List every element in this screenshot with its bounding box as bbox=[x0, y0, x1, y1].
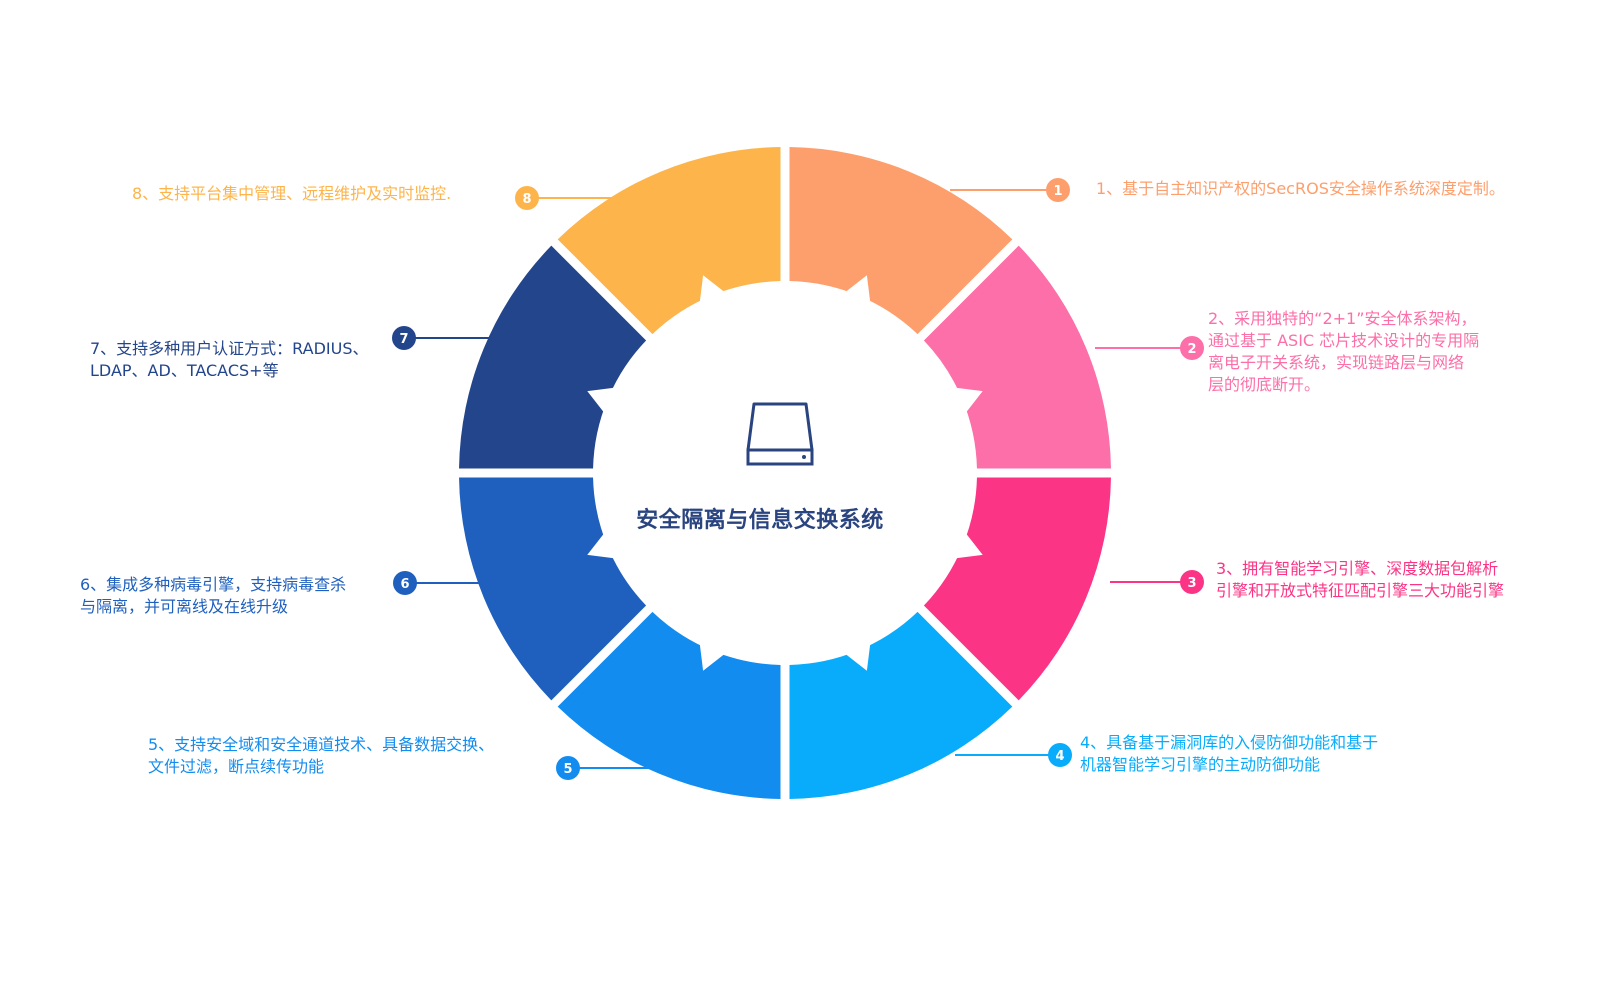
ring-segment-1 bbox=[789, 147, 1013, 335]
ring-segment-4 bbox=[789, 611, 1013, 799]
feature-4-text: 4、具备基于漏洞库的入侵防御功能和基于 机器智能学习引擎的主动防御功能 bbox=[1080, 733, 1379, 774]
ring-segment-8 bbox=[557, 147, 781, 335]
feature-3-text: 3、拥有智能学习引擎、深度数据包解析 引擎和开放式特征匹配引擎三大功能引擎 bbox=[1216, 559, 1505, 600]
marker-number-6: 6 bbox=[400, 577, 409, 592]
ring-segment-7 bbox=[459, 245, 647, 469]
marker-number-4: 4 bbox=[1055, 749, 1064, 764]
marker-3 bbox=[1180, 570, 1204, 594]
ring-notch-3 bbox=[955, 533, 983, 559]
feature-5-text: 5、支持安全域和安全通道技术、具备数据交换、 文件过滤，断点续传功能 bbox=[148, 735, 495, 776]
marker-4 bbox=[1048, 743, 1072, 767]
marker-7 bbox=[392, 326, 416, 350]
ring-segment-2 bbox=[923, 245, 1111, 469]
feature-2-text: 2、采用独特的“2+1”安全体系架构， 通过基于 ASIC 芯片技术设计的专用隔… bbox=[1208, 309, 1480, 394]
ring-notch-1 bbox=[845, 275, 871, 303]
marker-number-2: 2 bbox=[1187, 342, 1196, 357]
ring-notch-6 bbox=[587, 533, 615, 559]
ring-notch-7 bbox=[587, 387, 615, 413]
ring-segment-3 bbox=[923, 477, 1111, 701]
feature-7-text: 7、支持多种用户认证方式：RADIUS、 LDAP、AD、TACACS+等 bbox=[90, 339, 369, 380]
ring-segment-6 bbox=[459, 477, 647, 701]
ring-notch-2 bbox=[955, 387, 983, 413]
marker-number-7: 7 bbox=[399, 332, 408, 347]
feature-8-text: 8、支持平台集中管理、远程维护及实时监控. bbox=[132, 184, 452, 203]
marker-number-1: 1 bbox=[1053, 184, 1062, 199]
ring-notch-4 bbox=[845, 643, 871, 671]
ring-notch-5 bbox=[699, 643, 725, 671]
ring-notch-8 bbox=[699, 275, 725, 303]
marker-number-8: 8 bbox=[522, 192, 531, 207]
feature-1-text: 1、基于自主知识产权的SecROS安全操作系统深度定制。 bbox=[1096, 179, 1505, 198]
ring-segment-5 bbox=[557, 611, 781, 799]
diagram-title: 安全隔离与信息交换系统 bbox=[636, 508, 884, 533]
marker-8 bbox=[515, 186, 539, 210]
marker-number-3: 3 bbox=[1187, 576, 1196, 591]
marker-5 bbox=[556, 756, 580, 780]
marker-6 bbox=[393, 571, 417, 595]
marker-number-5: 5 bbox=[563, 762, 572, 777]
storage-drive-icon bbox=[746, 402, 814, 466]
marker-1 bbox=[1046, 178, 1070, 202]
feature-6-text: 6、集成多种病毒引擎，支持病毒查杀 与隔离，并可离线及在线升级 bbox=[80, 575, 347, 616]
marker-2 bbox=[1180, 336, 1204, 360]
